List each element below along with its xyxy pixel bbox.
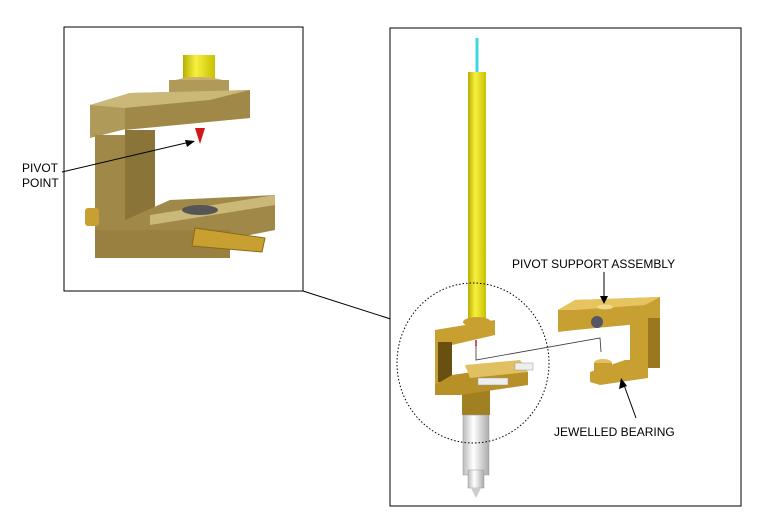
pivot-point-label-2: POINT: [22, 176, 59, 190]
pivot-support-assembly: [558, 297, 660, 385]
pivot-point-mark: [195, 128, 205, 144]
yellow-rod: [468, 72, 486, 322]
connector-line: [302, 290, 401, 323]
detail-circle: [396, 282, 550, 444]
jewelled-bearing-label: JEWELLED BEARING: [554, 425, 675, 439]
main-view: [389, 27, 742, 507]
pivot-point-label: PIVOT: [22, 161, 59, 175]
detail-inset: [61, 26, 304, 292]
pivot-support-assembly-label: PIVOT SUPPORT ASSEMBLY: [512, 257, 675, 271]
